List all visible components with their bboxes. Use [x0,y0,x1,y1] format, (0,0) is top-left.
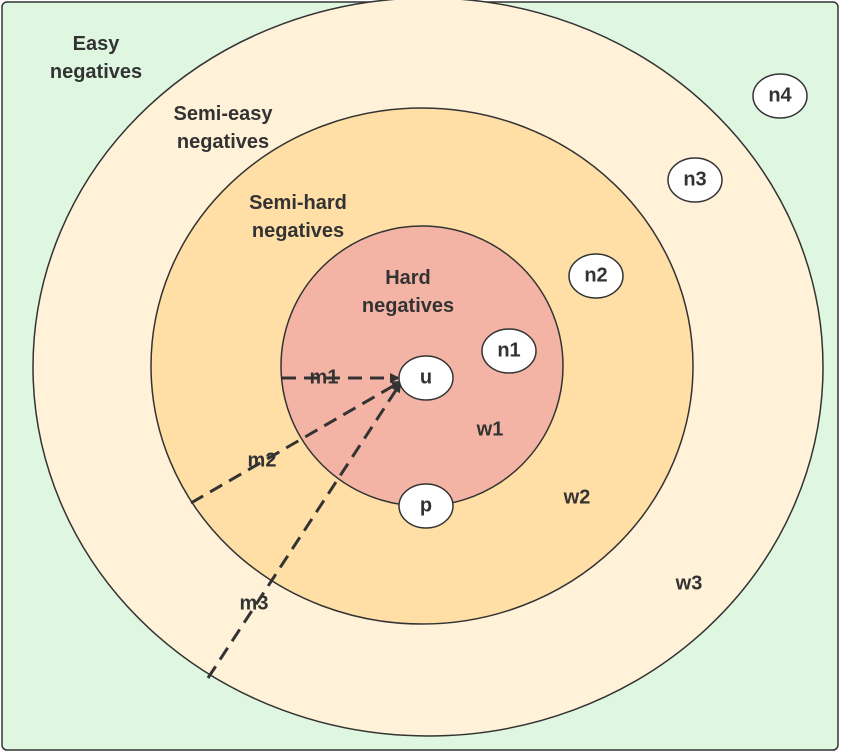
w3-label: w3 [675,572,703,594]
node-u: u [398,355,454,401]
label-line: negatives [362,295,454,317]
node-n1-label: n1 [497,339,520,361]
easy-negatives-label: Easy negatives [50,33,142,83]
label-line: negatives [50,61,142,83]
m3-label: m3 [240,592,269,614]
node-n3: n3 [667,157,723,203]
hard-negatives-label: Hard negatives [362,267,454,317]
label-line: Semi-hard [249,192,347,214]
label-line: negatives [252,220,344,242]
node-p-label: p [420,494,432,516]
node-n4: n4 [752,73,808,119]
node-n2: n2 [568,253,624,299]
node-p: p [398,483,454,529]
w1-label: w1 [476,418,504,440]
node-n3-label: n3 [683,168,706,190]
label-line: Hard [385,267,431,289]
m2-arrow [190,380,402,505]
semi-easy-negatives-label: Semi-easy negatives [174,103,274,153]
node-n2-label: n2 [584,264,607,286]
m1-label: m1 [310,366,339,388]
m2-label: m2 [248,449,277,471]
w2-label: w2 [563,486,591,508]
node-u-label: u [420,366,432,388]
m3-arrow [206,382,402,679]
label-line: Semi-easy [174,103,274,125]
node-n4-label: n4 [768,84,792,106]
label-line: negatives [177,131,269,153]
node-n1: n1 [481,328,537,374]
label-line: Easy [73,33,121,55]
semi-hard-negatives-label: Semi-hard negatives [249,192,347,242]
